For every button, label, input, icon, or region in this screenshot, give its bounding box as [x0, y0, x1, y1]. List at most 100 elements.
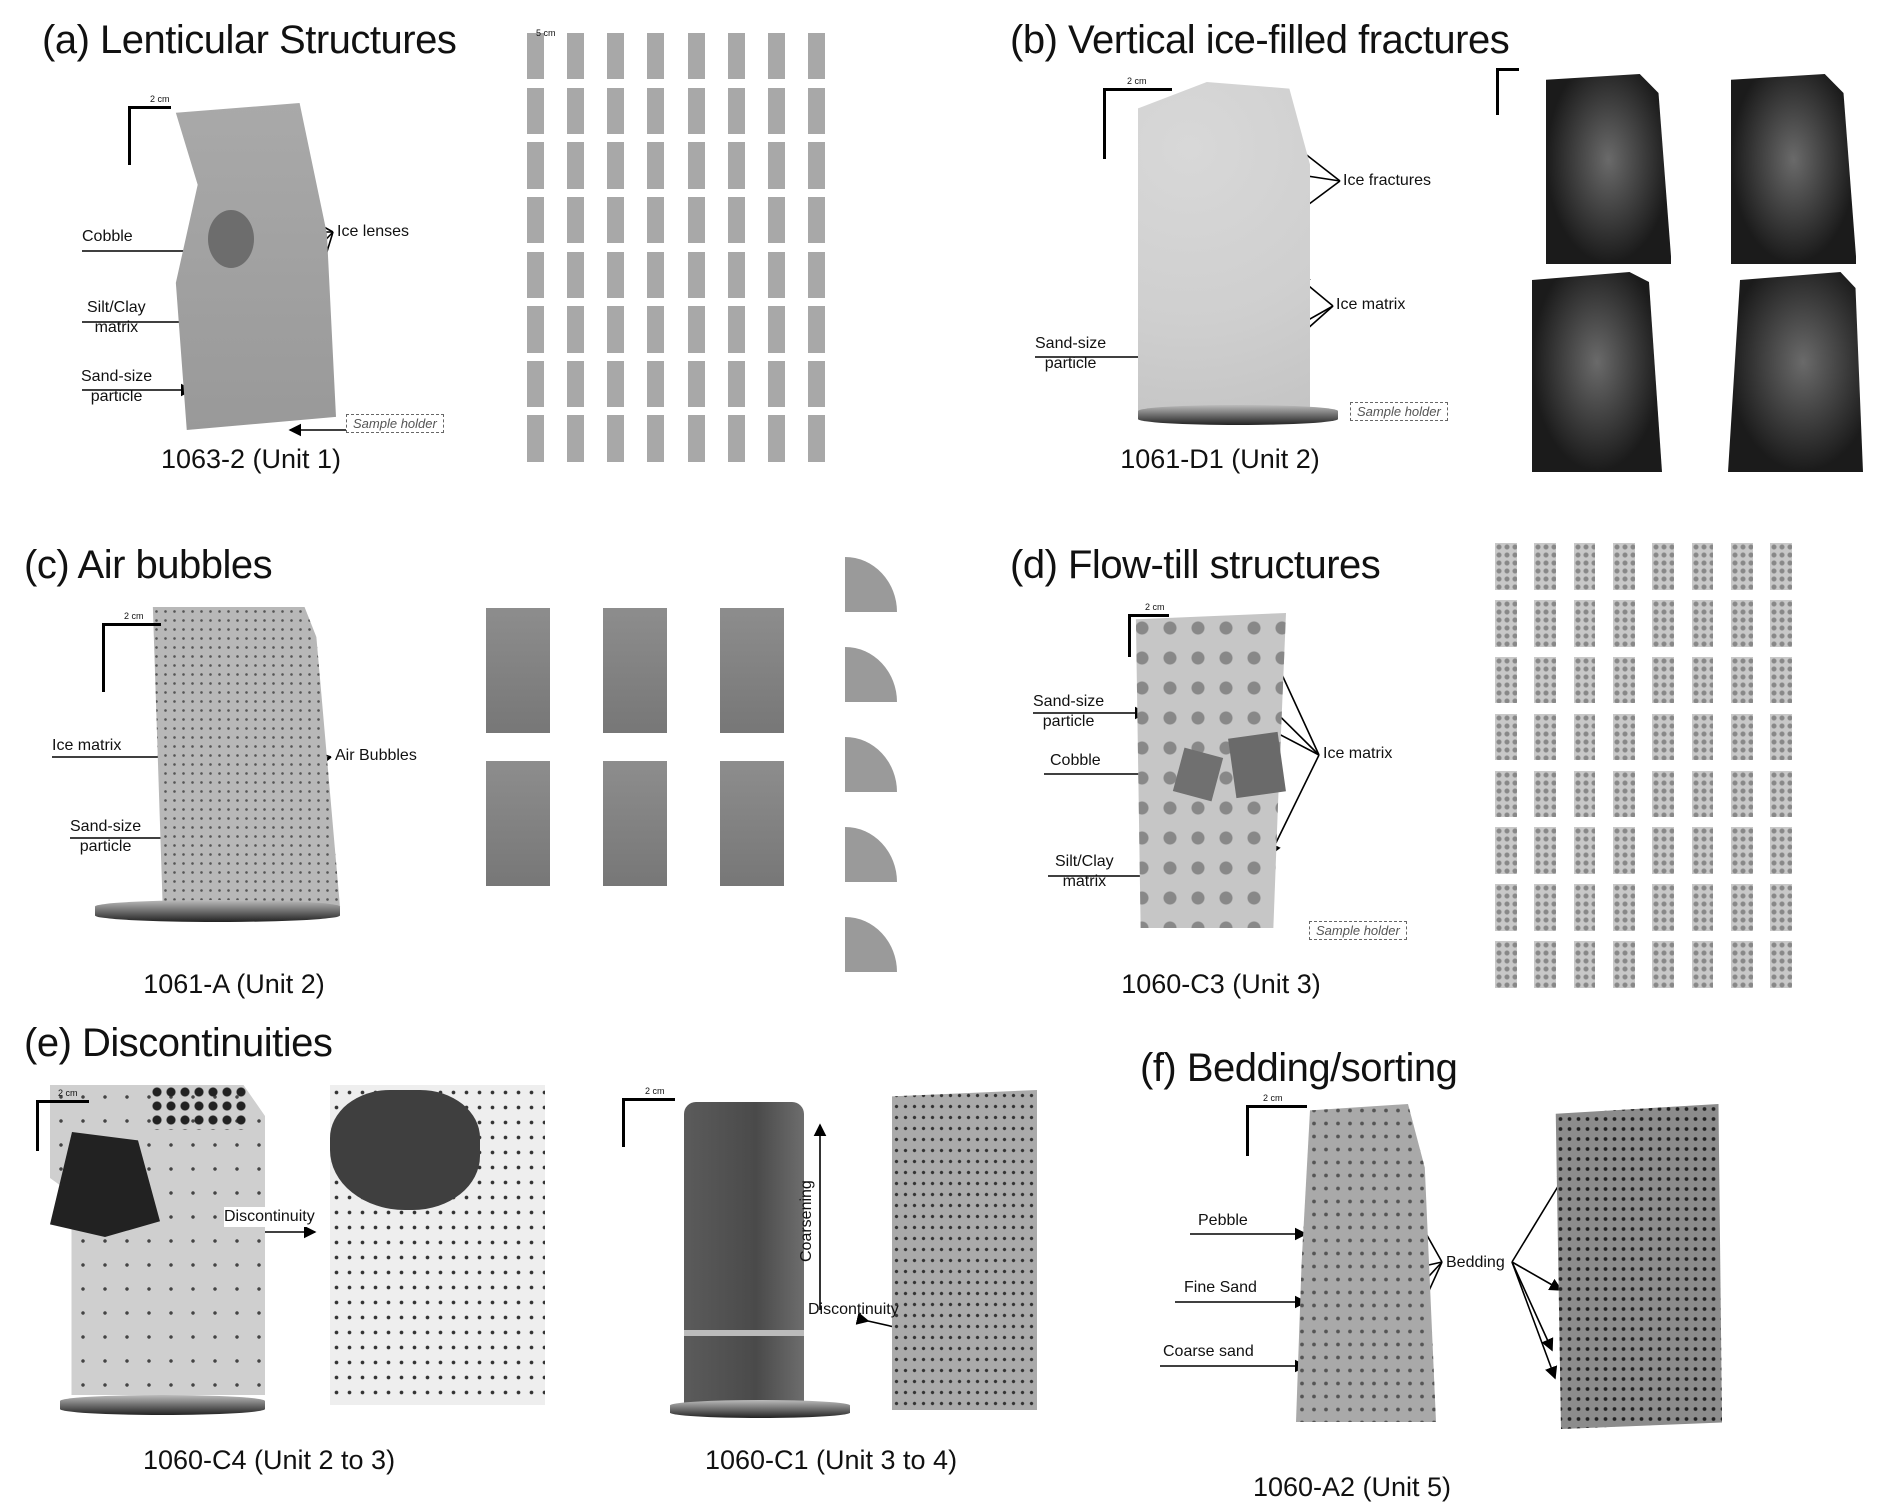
quarter-cross-section	[845, 737, 897, 792]
scale-bar	[1246, 1105, 1307, 1156]
label-bedding: Bedding	[1446, 1254, 1505, 1271]
sample-holder-base	[60, 1395, 265, 1415]
slice-thumbnail	[719, 760, 784, 886]
slice-thumbnail	[1612, 827, 1635, 874]
slice-thumbnail	[808, 306, 826, 353]
debris-cluster	[150, 1085, 250, 1130]
scale-label: 5 cm	[536, 28, 556, 38]
slice-thumbnail	[1770, 713, 1793, 761]
slice-grid-a	[515, 30, 837, 467]
specimen-1061-d1	[1138, 82, 1310, 412]
scale-bar	[128, 106, 171, 165]
ct-render-b-4	[1728, 272, 1863, 472]
scale-bar	[1128, 614, 1169, 657]
slice-thumbnail	[1652, 656, 1675, 704]
sample-holder-base	[1138, 405, 1338, 425]
slice-thumbnail	[1691, 770, 1714, 818]
slice-thumbnail	[1612, 599, 1635, 647]
slice-thumbnail	[647, 87, 665, 135]
slice-thumbnail	[808, 415, 826, 462]
slice-thumbnail	[1494, 884, 1517, 931]
label-ice-matrix: Ice matrix	[1336, 296, 1406, 313]
slice-thumbnail	[486, 608, 551, 734]
slice-thumbnail	[808, 196, 826, 244]
slice-thumbnail	[607, 142, 625, 189]
slice-thumbnail	[607, 360, 625, 408]
slice-thumbnail	[526, 87, 544, 135]
slice-thumbnail	[1534, 827, 1556, 874]
scale-label: 2 cm	[150, 94, 170, 104]
slice-thumbnail	[1573, 941, 1596, 988]
slice-thumbnail	[1573, 656, 1596, 704]
slice-thumbnail	[566, 142, 584, 189]
label-coarsening: Coarsening	[798, 1180, 815, 1262]
label-line: Sand-size	[70, 818, 142, 835]
label-sand-size-particle: Sand-size particle	[70, 817, 141, 857]
label-fine-sand: Fine Sand	[1184, 1279, 1257, 1296]
label-line: particle	[79, 838, 132, 855]
label-line: Sand-size	[1033, 693, 1105, 710]
scale-label: 2 cm	[1263, 1093, 1283, 1103]
slice-thumbnail	[1652, 599, 1675, 647]
slice-thumbnail	[1612, 656, 1635, 704]
slice-thumbnail	[768, 142, 786, 189]
scale-bar	[1496, 68, 1519, 115]
slice-thumbnail	[607, 251, 625, 298]
label-sample-holder: Sample holder	[346, 414, 444, 433]
slice-thumbnail	[808, 33, 826, 80]
slice-thumbnail	[647, 33, 665, 80]
label-ice-matrix: Ice matrix	[1323, 745, 1393, 762]
slice-thumbnail	[526, 415, 544, 462]
cobble-shape	[1228, 731, 1286, 799]
ct-render-b-1	[1546, 74, 1671, 264]
label-line: Silt/Clay	[1055, 853, 1114, 870]
scale-bar	[36, 1100, 89, 1151]
slice-grid-d	[1486, 540, 1801, 995]
label-line: Sand-size	[81, 368, 153, 385]
slice-thumbnail	[719, 608, 784, 734]
slice-thumbnail	[1494, 770, 1517, 818]
slice-thumbnail	[1731, 543, 1753, 590]
label-cobble: Cobble	[1050, 752, 1101, 769]
slice-thumbnail	[607, 87, 625, 135]
label-line: particle	[1044, 355, 1097, 372]
scale-bar	[102, 623, 161, 692]
label-discontinuity: Discontinuity	[808, 1301, 899, 1318]
panel-d-title: (d) Flow-till structures	[1010, 543, 1381, 587]
slice-thumbnail	[1652, 884, 1675, 931]
slice-thumbnail	[602, 608, 668, 734]
slice-thumbnail	[1691, 884, 1714, 931]
slice-thumbnail	[566, 415, 584, 462]
slice-thumbnail	[647, 196, 665, 244]
slice-thumbnail	[526, 251, 544, 298]
slice-thumbnail	[1770, 543, 1793, 590]
sample-holder-base	[670, 1400, 850, 1418]
slice-thumbnail	[1770, 827, 1793, 874]
slice-thumbnail	[687, 306, 705, 353]
slice-thumbnail	[1731, 656, 1753, 704]
slice-thumbnail	[647, 142, 665, 189]
slice-thumbnail	[768, 87, 786, 135]
slice-thumbnail	[607, 415, 625, 462]
panel-b-title: (b) Vertical ice-filled fractures	[1010, 18, 1510, 62]
slice-thumbnail	[1534, 656, 1556, 704]
slice-thumbnail	[1534, 713, 1556, 761]
label-ice-matrix: Ice matrix	[52, 737, 122, 754]
label-pebble: Pebble	[1198, 1212, 1248, 1229]
caption-1063-2: 1063-2 (Unit 1)	[160, 444, 342, 474]
label-line: particle	[1042, 713, 1095, 730]
slice-thumbnail	[1652, 543, 1675, 590]
slice-thumbnail	[647, 360, 665, 408]
panel-c-title: (c) Air bubbles	[24, 543, 273, 587]
slice-thumbnail	[768, 33, 786, 80]
slice-thumbnail	[1691, 713, 1714, 761]
slice-thumbnail	[1691, 941, 1714, 988]
slice-thumbnail	[526, 196, 544, 244]
slice-thumbnail	[1494, 713, 1517, 761]
slice-thumbnail	[1573, 543, 1596, 590]
slice-thumbnail	[566, 306, 584, 353]
slice-thumbnail	[1534, 884, 1556, 931]
label-line: particle	[90, 388, 143, 405]
